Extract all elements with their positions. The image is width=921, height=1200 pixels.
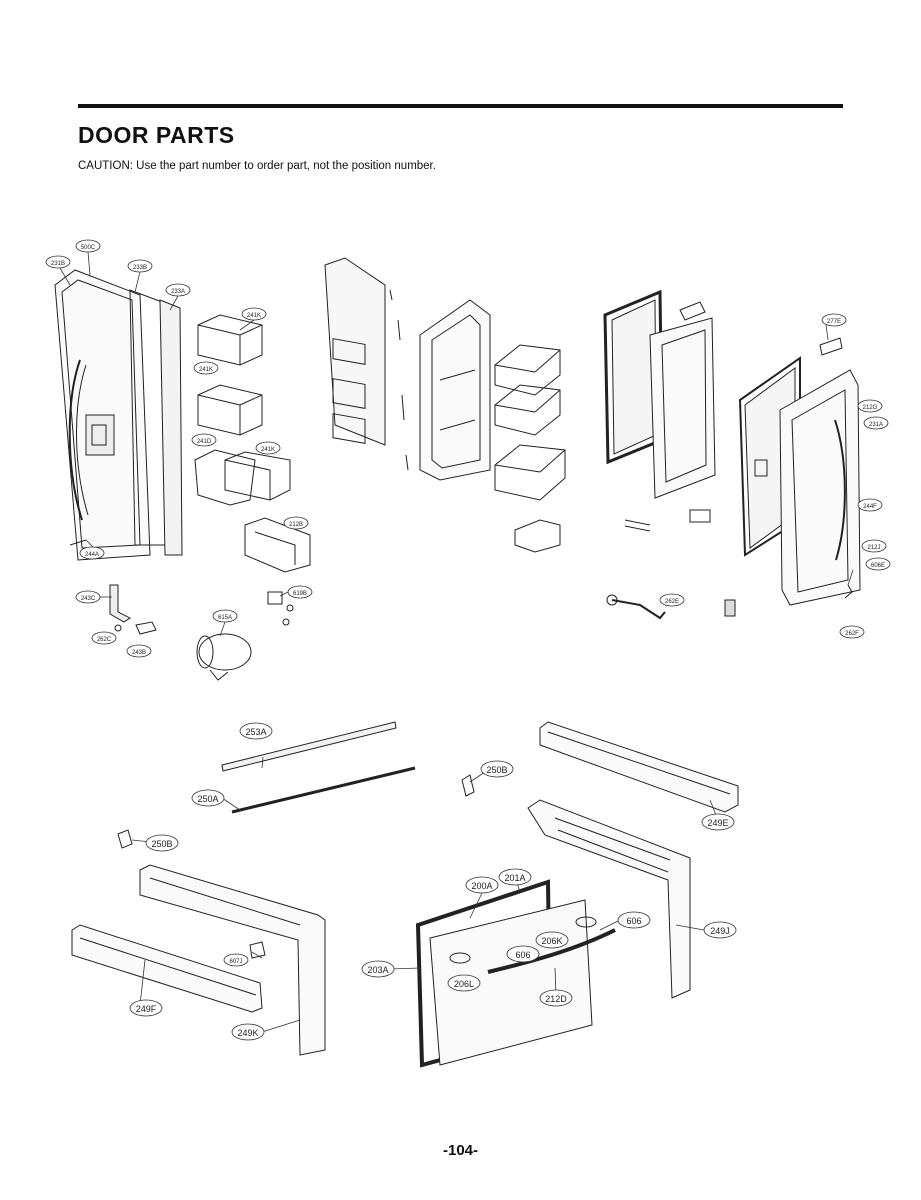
svg-text:200A: 200A <box>471 881 492 891</box>
callout-243B: 243B <box>126 644 152 658</box>
svg-text:607J: 607J <box>229 959 242 965</box>
callout-206K: 206K <box>535 931 569 949</box>
svg-text:250B: 250B <box>151 839 172 849</box>
drawer-assembly <box>71 721 739 1068</box>
caution-note: CAUTION: Use the part number to order pa… <box>78 160 436 172</box>
header-rule <box>78 104 843 108</box>
svg-text:212J: 212J <box>867 545 880 551</box>
callout-233B: 233B <box>127 259 153 273</box>
callout-249K: 249K <box>231 1023 265 1041</box>
callout-212J: 212J <box>861 539 887 553</box>
page-number: -104- <box>442 1142 479 1159</box>
callout-606: 606 <box>617 911 651 929</box>
callout-212G: 212G <box>857 399 883 413</box>
svg-text:231B: 231B <box>51 261 65 267</box>
svg-text:241K: 241K <box>261 447 275 453</box>
svg-text:244F: 244F <box>863 504 877 510</box>
callout-615A: 615A <box>212 609 238 623</box>
svg-text:250B: 250B <box>486 765 507 775</box>
svg-text:243B: 243B <box>132 650 146 656</box>
svg-text:212D: 212D <box>545 994 567 1004</box>
left-door-assembly <box>54 269 311 681</box>
svg-text:253A: 253A <box>245 727 266 737</box>
svg-text:250A: 250A <box>197 794 218 804</box>
callout-233A: 233A <box>165 283 191 297</box>
svg-text:249E: 249E <box>707 818 728 828</box>
callout-200A: 200A <box>465 876 499 894</box>
svg-text:615A: 615A <box>218 615 232 621</box>
svg-text:606: 606 <box>515 950 530 960</box>
svg-text:206K: 206K <box>541 936 562 946</box>
svg-text:277E: 277E <box>827 319 841 325</box>
callout-606: 606 <box>506 945 540 963</box>
callout-262F: 262F <box>839 625 865 639</box>
svg-text:201A: 201A <box>504 873 525 883</box>
page-title: DOOR PARTS <box>78 122 235 148</box>
svg-text:212G: 212G <box>863 405 878 411</box>
callout-241K: 241K <box>241 307 267 321</box>
svg-text:249F: 249F <box>136 1004 157 1014</box>
svg-text:500C: 500C <box>81 245 96 251</box>
callout-277E: 277E <box>821 313 847 327</box>
svg-text:231A: 231A <box>869 422 883 428</box>
callout-619B: 619B <box>287 585 313 599</box>
callout-231B: 231B <box>45 255 71 269</box>
svg-text:212B: 212B <box>289 522 303 528</box>
svg-text:243C: 243C <box>81 596 96 602</box>
callout-241D: 241D <box>191 433 217 447</box>
water-valve-part <box>196 633 252 681</box>
svg-text:249J: 249J <box>710 926 730 936</box>
svg-text:606: 606 <box>626 916 641 926</box>
callout-201A: 201A <box>498 868 532 886</box>
callout-262E: 262E <box>659 593 685 607</box>
svg-text:249K: 249K <box>237 1028 258 1038</box>
callout-249J: 249J <box>703 921 737 939</box>
svg-text:233A: 233A <box>171 289 185 295</box>
callout-203A: 203A <box>361 960 395 978</box>
svg-text:241K: 241K <box>247 313 261 319</box>
callout-206L: 206L <box>447 974 481 992</box>
callout-241K: 241K <box>193 361 219 375</box>
svg-text:206L: 206L <box>454 979 474 989</box>
callout-244F: 244F <box>857 498 883 512</box>
callout-500C: 500C <box>75 239 101 253</box>
callout-606E: 606E <box>865 557 891 571</box>
callout-249E: 249E <box>701 813 735 831</box>
callout-253A: 253A <box>239 722 273 740</box>
svg-text:606E: 606E <box>871 563 885 569</box>
callout-231A: 231A <box>863 416 889 430</box>
callout-244A: 244A <box>79 546 105 560</box>
center-door-assembly <box>324 257 566 553</box>
svg-text:241D: 241D <box>197 439 212 445</box>
callout-250B: 250B <box>145 834 179 852</box>
svg-text:262C: 262C <box>97 637 112 643</box>
callout-262C: 262C <box>91 631 117 645</box>
callout-212D: 212D <box>539 989 573 1007</box>
callout-249F: 249F <box>129 999 163 1017</box>
svg-text:233B: 233B <box>133 265 147 271</box>
callout-607J: 607J <box>223 953 249 967</box>
callout-212B: 212B <box>283 516 309 530</box>
svg-text:262E: 262E <box>665 599 679 605</box>
callout-250A: 250A <box>191 789 225 807</box>
svg-text:203A: 203A <box>367 965 388 975</box>
right-door-assembly <box>603 289 861 620</box>
callout-243C: 243C <box>75 590 101 604</box>
svg-text:244A: 244A <box>85 552 99 558</box>
callout-labels: 231B 500C 233B 233A 241K 241K 241D 241K … <box>45 239 891 1041</box>
svg-text:619B: 619B <box>293 591 307 597</box>
svg-text:262F: 262F <box>845 631 859 637</box>
svg-text:241K: 241K <box>199 367 213 373</box>
callout-241K: 241K <box>255 441 281 455</box>
callout-250B: 250B <box>480 760 514 778</box>
